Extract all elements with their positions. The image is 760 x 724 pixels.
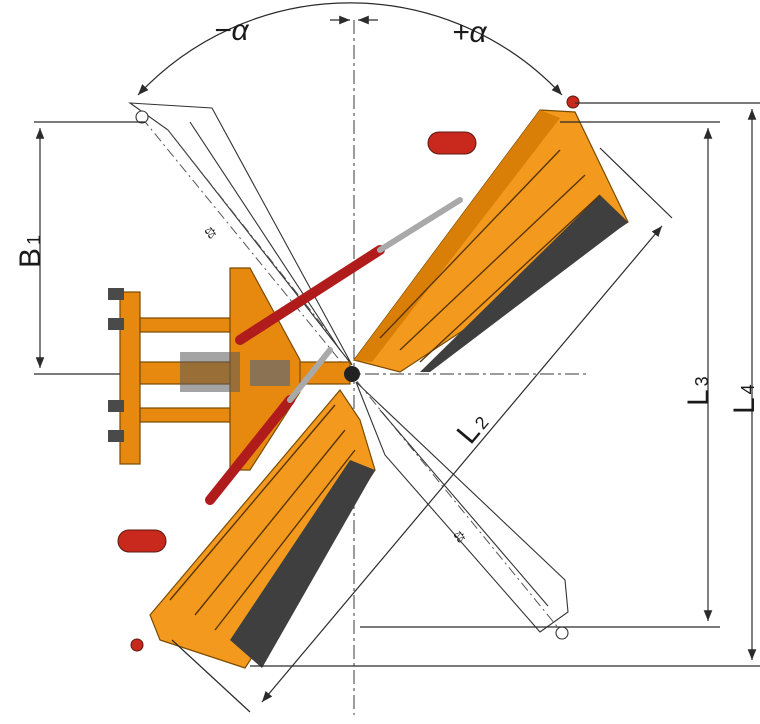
svg-text:⚖: ⚖ <box>201 223 220 241</box>
blade-plus-alpha <box>352 95 629 373</box>
skid-wheels <box>117 131 477 553</box>
plus-alpha-label: +α <box>452 16 488 49</box>
dimension-b1: B1 <box>14 121 145 375</box>
pivot-point <box>344 366 360 382</box>
l2-label: L2 <box>451 406 495 450</box>
l4-label: L4 <box>728 384 760 414</box>
minus-alpha-label: −α <box>214 14 250 47</box>
l3-label: L3 <box>682 376 715 406</box>
angle-arc <box>137 2 563 96</box>
b1-label: B1 <box>14 235 47 268</box>
